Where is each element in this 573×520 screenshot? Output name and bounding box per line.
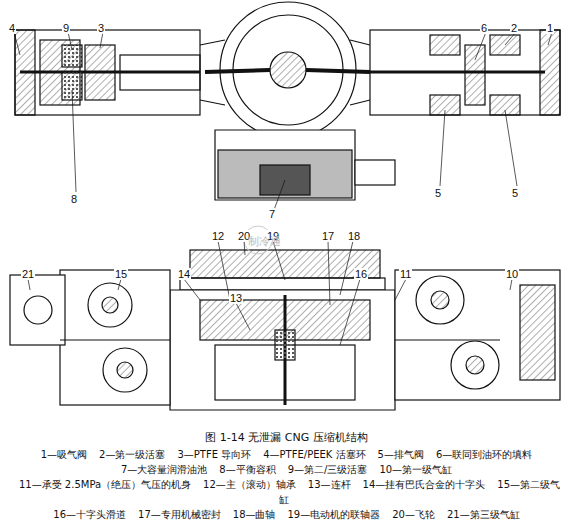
callout-number: 14 xyxy=(177,268,191,280)
watermark: 制冷通 xyxy=(248,234,281,249)
part-legend-item: 3—PTFE 导向环 xyxy=(177,449,251,460)
part-legend-item: 20—飞轮 xyxy=(392,509,435,520)
callout-number: 7 xyxy=(268,208,276,220)
callout-number: 18 xyxy=(347,230,361,242)
callout-number: 10 xyxy=(505,268,519,280)
callout-number: 16 xyxy=(354,268,368,280)
callout-number: 13 xyxy=(229,292,243,304)
callout-number: 11 xyxy=(399,268,412,280)
parts-list: 1—吸气阀 2—第一级活塞 3—PTFE 导向环 4—PTFE/PEEK 活塞环 5—排… xyxy=(6,447,567,520)
part-legend-item: 10—第一级气缸 xyxy=(379,464,452,475)
callout-number: 2 xyxy=(510,22,518,34)
part-legend-item: 9—第二/三级活塞 xyxy=(288,464,368,475)
callout-number: 4 xyxy=(8,22,16,34)
part-legend-item: 13—连杆 xyxy=(308,479,351,490)
part-legend-item: 1—吸气阀 xyxy=(41,449,87,460)
callout-number: 8 xyxy=(70,193,78,205)
part-legend-item: 14—挂有巴氏合金的十字头 xyxy=(363,479,486,490)
part-legend-item: 18—曲轴 xyxy=(233,509,276,520)
part-legend-item: 7—大容量润滑油池 xyxy=(121,464,207,475)
part-legend-item: 4—PTFE/PEEK 活塞环 xyxy=(263,449,365,460)
callout-number: 15 xyxy=(114,268,128,280)
callout-number: 1 xyxy=(546,22,554,34)
callout-number: 21 xyxy=(21,268,35,280)
callout-number: 9 xyxy=(62,22,70,34)
part-legend-item: 16—十字头滑道 xyxy=(53,509,126,520)
part-legend-item: 5—排气阀 xyxy=(378,449,424,460)
part-legend-item: 11—承受 2.5MPa（绝压）气压的机身 xyxy=(19,479,191,490)
callout-number: 3 xyxy=(97,22,105,34)
figure-caption: 图 1-14 无泄漏 CNG 压缩机结构 xyxy=(0,430,573,445)
part-legend-item: 2—第一级活塞 xyxy=(99,449,165,460)
callout-number: 12 xyxy=(211,230,225,242)
part-legend-item: 8—平衡容积 xyxy=(219,464,275,475)
callout-number: 5 xyxy=(434,187,442,199)
part-legend-item: 19—电动机的联轴器 xyxy=(288,509,381,520)
callout-number: 5 xyxy=(511,187,519,199)
part-legend-item: 21—第三级气缸 xyxy=(447,509,520,520)
callout-number: 17 xyxy=(321,230,335,242)
part-legend-item: 6—联同到油环的填料 xyxy=(436,449,532,460)
callout-number: 6 xyxy=(480,22,488,34)
part-legend-item: 12—主（滚动）轴承 xyxy=(203,479,296,490)
part-legend-item: 17—专用机械密封 xyxy=(138,509,221,520)
